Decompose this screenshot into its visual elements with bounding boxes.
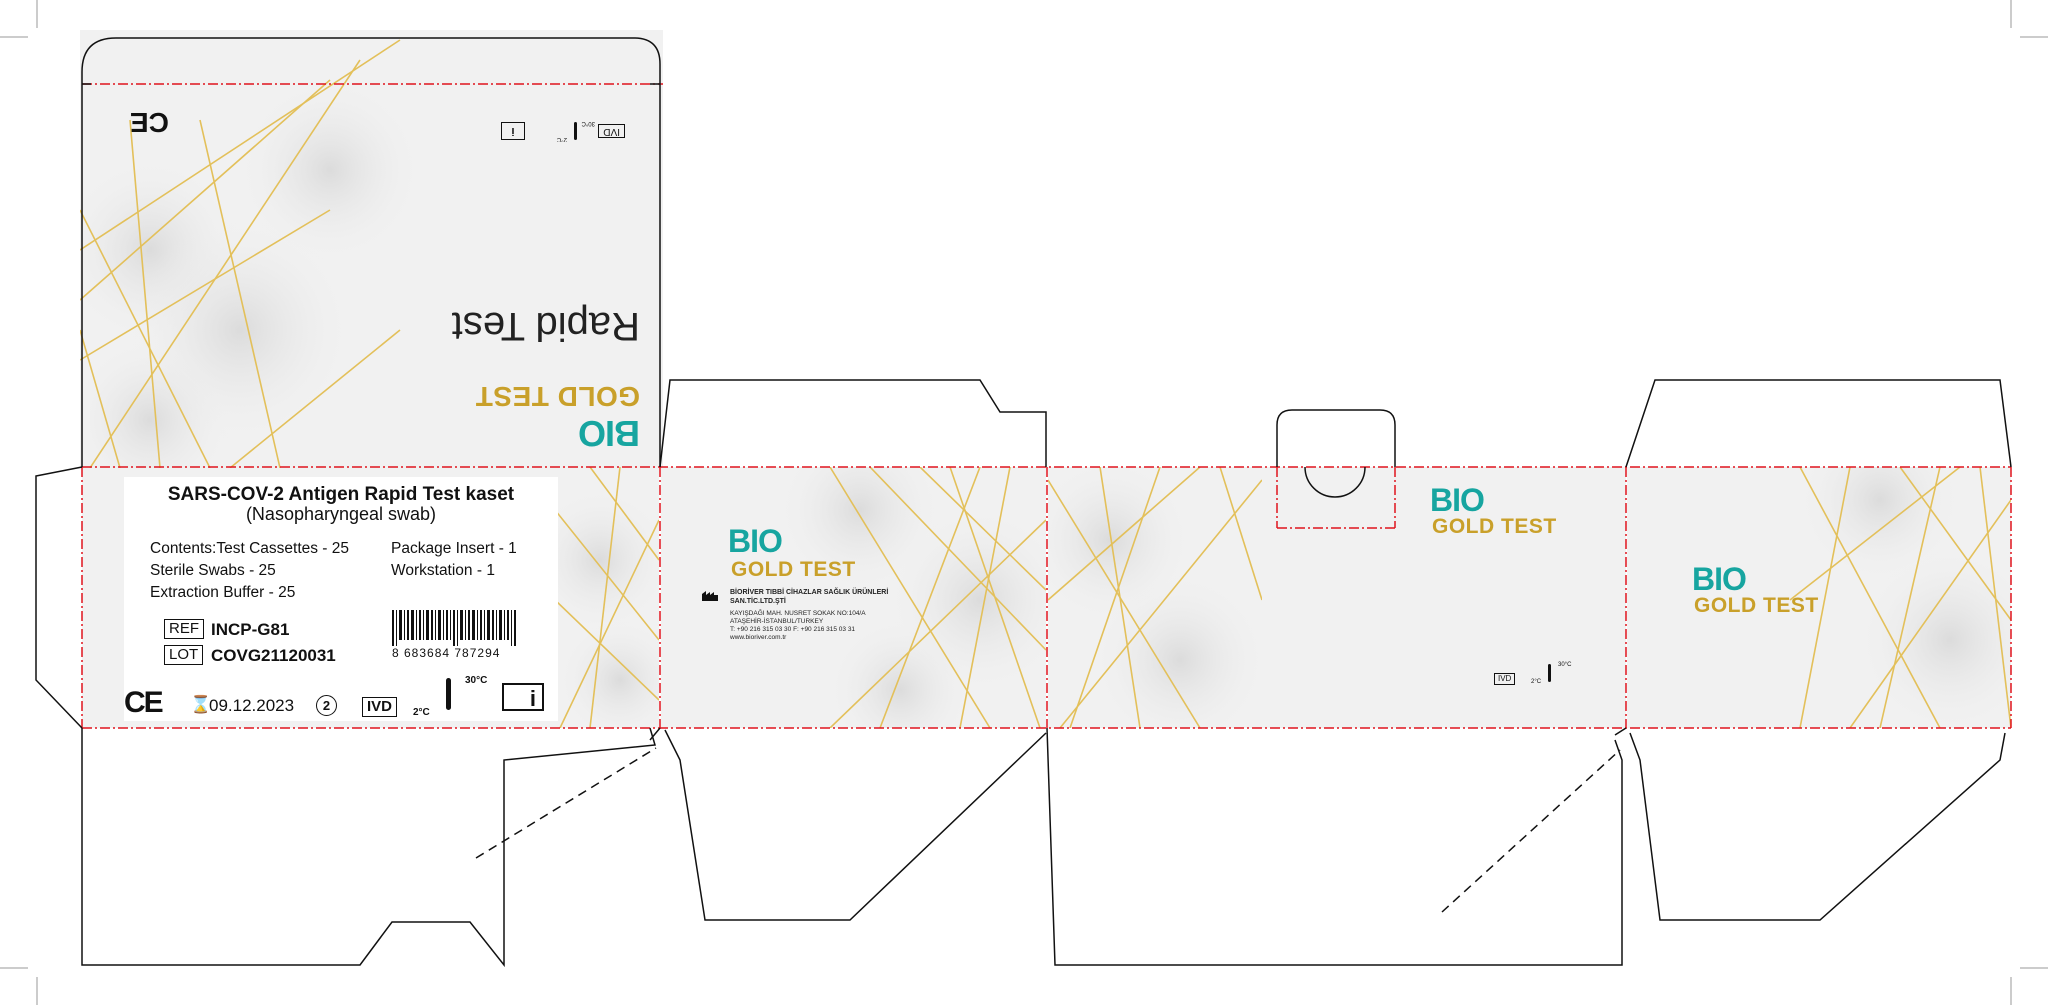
rapid-test-subtitle: Rapid Test bbox=[451, 304, 640, 348]
ref-value: INCP-G81 bbox=[211, 620, 290, 639]
panel2-gold-test-logo: GOLD TEST bbox=[731, 558, 856, 581]
panel4-art bbox=[1789, 467, 2011, 728]
manufacturer-address-1: KAYIŞDAĞI MAH. NUSRET SOKAK NO:104/A bbox=[730, 610, 866, 617]
gold-test-logo: GOLD TEST bbox=[475, 381, 640, 412]
expiry-date: 09.12.2023 bbox=[209, 696, 295, 715]
panel3-gold-test-logo: GOLD TEST bbox=[1432, 515, 1557, 538]
top-flap-symbols: IVD 2°C 30°C i bbox=[500, 116, 625, 142]
thermometer-icon bbox=[1548, 664, 1551, 682]
top-flap-ivd-box: IVD bbox=[598, 124, 625, 138]
manufacturer-web: www.bioriver.com.tr bbox=[730, 634, 787, 641]
manufacturer-name-2: SAN.TİC.LTD.ŞTİ bbox=[730, 598, 786, 605]
panel3-bio-logo: BIO bbox=[1430, 482, 1485, 518]
temp-max-label: 30°C bbox=[465, 675, 488, 686]
top-flap-temp-max: 2°C bbox=[556, 136, 567, 142]
thermometer-icon bbox=[574, 122, 577, 140]
label-background bbox=[124, 477, 558, 721]
factory-icon bbox=[702, 591, 718, 601]
panel3-temp-min: 2°C bbox=[1531, 679, 1542, 685]
instructions-icon: i bbox=[502, 683, 544, 711]
contents-swabs: Sterile Swabs - 25 bbox=[150, 562, 276, 579]
panel3-ivd-box: IVD bbox=[1494, 673, 1516, 685]
contents-package-insert: Package Insert - 1 bbox=[391, 540, 517, 557]
contents-cassettes: Contents:Test Cassettes - 25 bbox=[150, 540, 350, 557]
perforation-lines bbox=[475, 747, 1621, 913]
fold-lines bbox=[81, 83, 2012, 729]
temp-min-label: 2°C bbox=[413, 707, 430, 718]
panel1-art bbox=[555, 467, 659, 728]
barcode bbox=[392, 610, 520, 646]
contents-workstation: Workstation - 1 bbox=[391, 562, 495, 579]
barcode-bars bbox=[392, 610, 516, 646]
panel3-art bbox=[1048, 467, 1262, 728]
top-flap-brand: BIO GOLD TEST Rapid Test bbox=[430, 270, 640, 454]
do-not-reuse-icon: 2 bbox=[316, 695, 337, 716]
hourglass-icon: ⌛ bbox=[190, 695, 212, 714]
lot-value: COVG21120031 bbox=[211, 646, 336, 665]
bio-logo-mark: BIO bbox=[578, 413, 640, 454]
manufacturer-name: BİORİVER TIBBİ CİHAZLAR SAĞLIK ÜRÜNLERİ bbox=[730, 589, 889, 596]
cut-lines bbox=[35, 37, 2012, 968]
panel4-gold-test-logo: GOLD TEST bbox=[1694, 594, 1819, 617]
manufacturer-address-2: ATAŞEHİR-İSTANBUL/TURKEY bbox=[730, 618, 824, 625]
ref-label-box: REF bbox=[164, 619, 204, 639]
top-flap-ce-mark: CE bbox=[130, 107, 169, 138]
ivd-box: IVD bbox=[362, 697, 398, 717]
contents-buffer: Extraction Buffer - 25 bbox=[150, 584, 296, 601]
do-not-reuse-glyph: 2 bbox=[322, 698, 331, 713]
specimen-type: (Nasopharyngeal swab) bbox=[245, 504, 437, 524]
panel2-bio-logo: BIO bbox=[728, 523, 783, 559]
manufacturer-phone: T: +90 216 315 03 30 F: +90 216 315 03 3… bbox=[730, 626, 856, 633]
panel2-art bbox=[780, 467, 1046, 728]
instructions-icon: i bbox=[501, 122, 525, 140]
lot-label-box: LOT bbox=[164, 645, 204, 665]
panel4-bio-logo: BIO bbox=[1692, 561, 1747, 597]
top-flap-art bbox=[80, 39, 420, 468]
thermometer-icon bbox=[446, 678, 451, 710]
product-name: SARS-COV-2 Antigen Rapid Test kaset bbox=[167, 484, 515, 505]
ce-mark-icon: CE bbox=[124, 686, 164, 719]
top-flap-temp-min: 30°C bbox=[581, 120, 595, 126]
barcode-number: 8 683684 787294 bbox=[392, 646, 501, 660]
panel3-temp-max: 30°C bbox=[1558, 662, 1572, 668]
